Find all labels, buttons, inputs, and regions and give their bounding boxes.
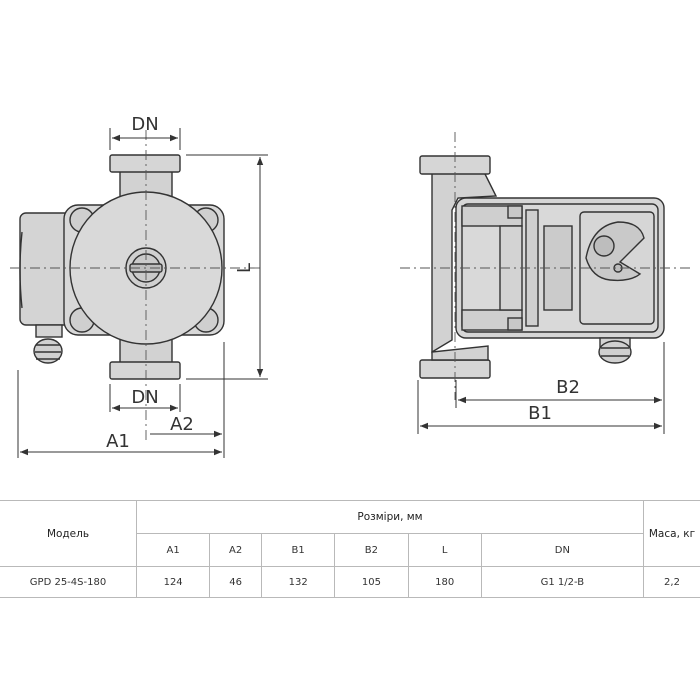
- length-label: L: [234, 263, 255, 273]
- mass-header: Маса, кг: [643, 500, 700, 567]
- side-cable-gland: [598, 340, 632, 364]
- dimensions-header: Розміри, мм: [136, 500, 644, 534]
- column-header-a2: A2: [209, 533, 263, 567]
- b1-cell: 132: [261, 566, 336, 598]
- model-cell: GPD 25-4S-180: [0, 566, 137, 598]
- front-view: [19, 154, 225, 380]
- b1-label: B1: [528, 403, 552, 424]
- dn-bottom-label: DN: [131, 387, 158, 408]
- a1-label: A1: [106, 431, 130, 452]
- column-header-b1: B1: [261, 533, 336, 567]
- dn-top-label: DN: [131, 114, 158, 135]
- dn-cell: G1 1/2-B: [480, 566, 645, 598]
- l-cell: 180: [407, 566, 482, 598]
- model-header: Модель: [0, 500, 137, 567]
- side-view: [419, 155, 665, 379]
- mass-cell: 2,2: [643, 566, 700, 598]
- front-top-flange: [109, 154, 181, 173]
- a2-cell: 46: [209, 566, 263, 598]
- column-header-a1: A1: [135, 533, 211, 567]
- side-pipe-body: [431, 171, 498, 354]
- specification-table: Модель Розміри, мм Маса, кг A1 A2 B1 B2 …: [0, 500, 700, 598]
- column-header-l: L: [407, 533, 482, 567]
- front-bottom-flange: [109, 361, 181, 380]
- a1-cell: 124: [135, 566, 211, 598]
- column-header-b2: B2: [334, 533, 409, 567]
- table-row: GPD 25-4S-180 124 46 132 105 180 G1 1/2-…: [0, 566, 700, 598]
- column-header-dn: DN: [480, 533, 645, 567]
- b2-cell: 105: [334, 566, 409, 598]
- pump-dimension-drawing: DN DN L A2 A1: [10, 114, 690, 458]
- a2-label: A2: [170, 414, 194, 435]
- b2-label: B2: [556, 377, 580, 398]
